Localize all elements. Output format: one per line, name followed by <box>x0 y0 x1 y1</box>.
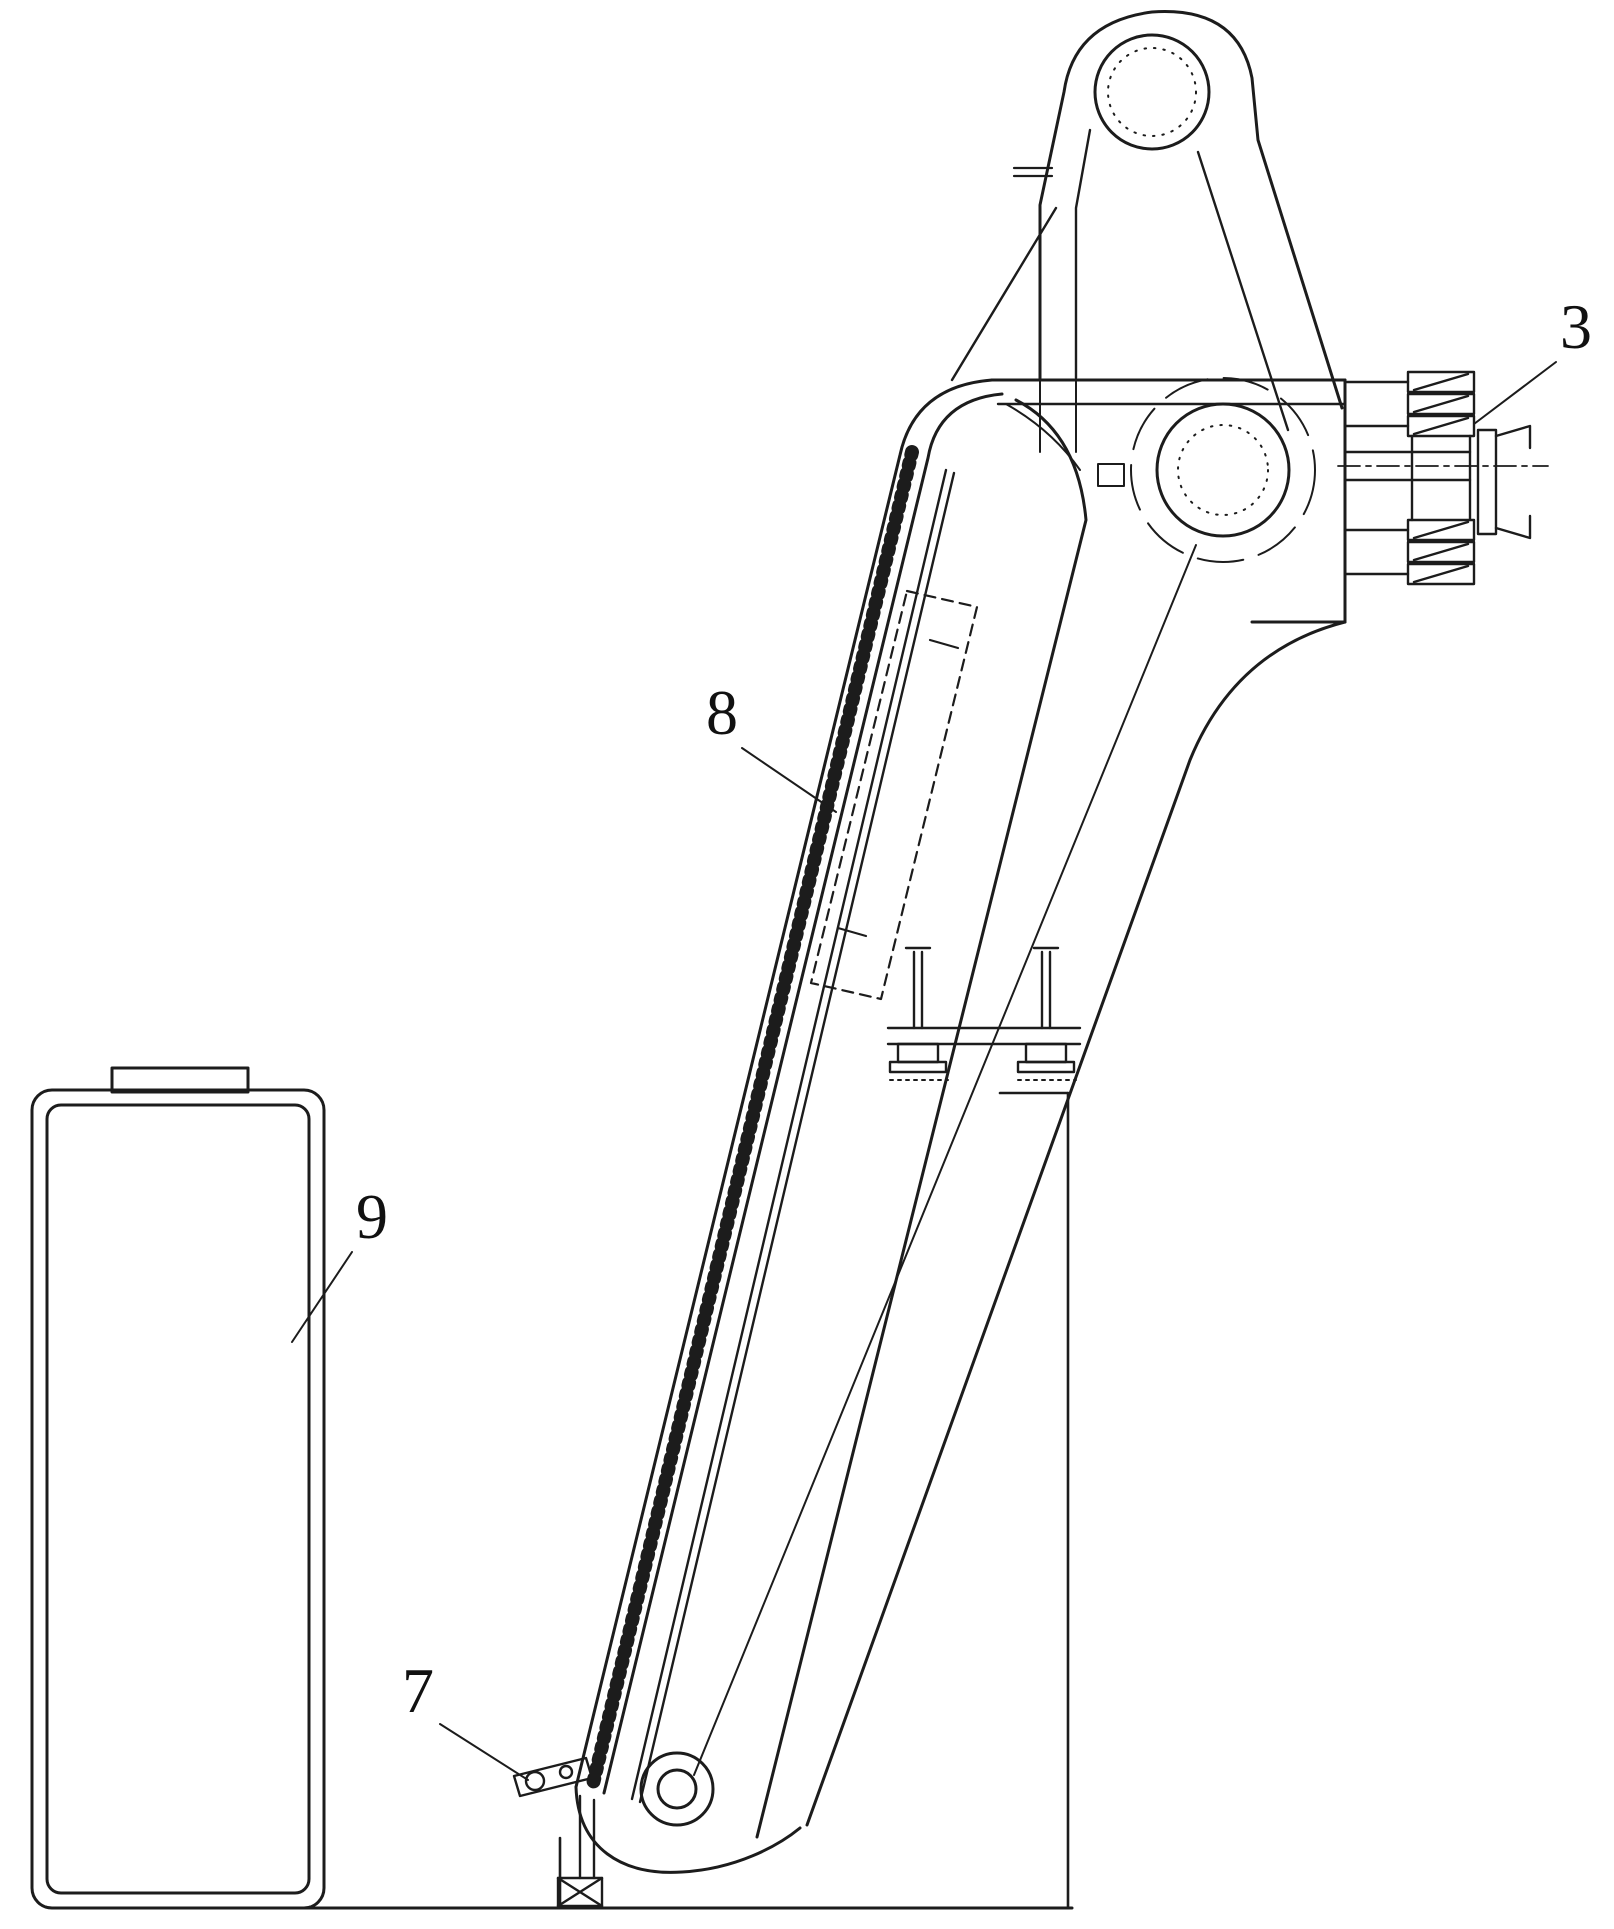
anchor-pad-cross <box>556 1876 604 1908</box>
tensioner-bolt <box>524 1770 546 1792</box>
machine-base <box>558 1091 1070 1910</box>
top-bracket <box>950 10 1344 432</box>
bracket-inner-edge <box>1074 128 1092 380</box>
bracket-outline <box>1038 10 1344 410</box>
part-labels: 3 8 9 7 <box>356 291 1592 1726</box>
tensioner-plate <box>512 1756 594 1798</box>
foot-boot <box>574 1785 802 1874</box>
chain-return-line <box>693 544 1197 1776</box>
foot-pulley <box>639 1751 715 1827</box>
head-side-bracket <box>1097 463 1125 487</box>
support-feet <box>886 946 1082 1081</box>
right-foot-pedestal <box>1024 1042 1068 1064</box>
head-assembly <box>990 377 1347 624</box>
mount-assembly <box>1337 370 1549 586</box>
head-inner-curve <box>1005 403 1081 471</box>
tank-inner-wall <box>45 1103 311 1895</box>
bracket-strut <box>950 206 1058 382</box>
tank-outer-wall <box>30 1088 326 1910</box>
bolt-slat <box>1406 392 1476 416</box>
bolt-slat <box>1406 540 1476 564</box>
head-pulley-stipple <box>1177 424 1269 516</box>
slat-hatch <box>1412 372 1470 392</box>
drawing-strokes <box>30 10 1557 1910</box>
clamp-plate <box>1476 428 1498 536</box>
label-8: 8 <box>706 677 738 748</box>
label-8-leader <box>741 747 837 813</box>
right-foot-flange <box>1016 1060 1076 1074</box>
pivot-stipple <box>1107 47 1197 137</box>
trough-wall <box>638 471 956 1804</box>
label-7-leader <box>439 1723 529 1781</box>
tensioner-bracket <box>512 1756 604 1908</box>
slat-hatch <box>1412 394 1470 414</box>
conveyor-incline <box>574 378 1347 1874</box>
head-pulley <box>1155 402 1291 538</box>
cover-latch <box>836 926 868 938</box>
tank-lid-tab <box>110 1066 250 1094</box>
slat-hatch <box>1412 542 1470 562</box>
inspection-cover <box>809 589 979 1001</box>
label-3-leader <box>1473 361 1557 425</box>
foot-pulley-hub <box>656 1768 698 1810</box>
bracket-arm-inner <box>1196 150 1290 432</box>
trough-wall <box>630 468 948 1801</box>
conveyor-inner-edge <box>602 392 1004 1795</box>
slat-hatch <box>1412 416 1470 436</box>
cover-latch <box>928 638 960 650</box>
left-foot-pedestal <box>896 1042 940 1064</box>
label-7: 7 <box>402 1655 434 1726</box>
clamp-claw-top <box>1494 424 1532 450</box>
leader-lines <box>291 361 1557 1781</box>
arm-outer-edge <box>805 620 1347 1827</box>
label-3: 3 <box>1560 291 1592 362</box>
anchor-pad <box>556 1876 604 1908</box>
arm-front-edge <box>755 398 1088 1839</box>
label-9-leader <box>291 1251 353 1343</box>
collection-tank <box>30 1066 326 1910</box>
left-foot-flange <box>888 1060 948 1074</box>
slat-hatch <box>1412 520 1470 540</box>
clamp-claw-bottom <box>1494 514 1532 540</box>
chain-wrap-arc <box>1130 377 1316 563</box>
tensioner-bolt <box>558 1764 574 1780</box>
conveyor-left-edge <box>574 378 994 1789</box>
pivot-hole <box>1093 33 1211 151</box>
scraper-chain-band <box>585 445 919 1795</box>
label-9: 9 <box>356 1181 388 1252</box>
slat-hatch <box>1412 564 1470 584</box>
